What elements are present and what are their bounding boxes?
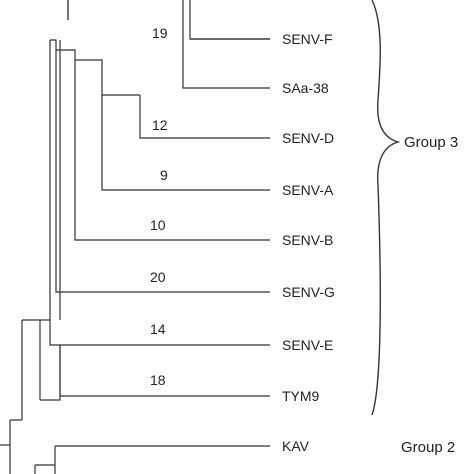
bootstrap-value: 10 (150, 217, 166, 233)
group3-brace (371, 0, 401, 416)
leaf-senv-a: SENV-A (282, 182, 334, 198)
leaf-saa-38: SAa-38 (282, 80, 329, 96)
leaf-kav: KAV (282, 438, 310, 454)
branch-senv-a (101, 95, 270, 191)
bootstrap-value: 20 (150, 269, 166, 285)
branch-internal-e (50, 39, 57, 50)
leaf-senv-g: SENV-G (282, 284, 335, 300)
bootstrap-value: 12 (152, 117, 168, 133)
bootstrap-value: 18 (150, 372, 166, 388)
leaf-senv-e: SENV-E (282, 337, 333, 353)
branch-saa38-stem (182, 0, 270, 89)
bootstrap-value: 14 (150, 321, 166, 337)
leaf-senv-f: SENV-F (282, 31, 333, 47)
branch-senv-b (74, 60, 270, 241)
branch-senv-d (139, 95, 270, 139)
group3-label: Group 3 (404, 134, 458, 151)
tree-branches (0, 0, 270, 474)
branch-senv-e (49, 40, 270, 346)
branch-senv-g (55, 50, 270, 293)
leaf-tym9: TYM9 (282, 388, 320, 404)
branch-internal-b (75, 59, 103, 95)
leaf-senv-d: SENV-D (282, 130, 334, 146)
branch-internal-g (56, 49, 76, 60)
branch-tym9 (59, 345, 270, 397)
bootstrap-value: 9 (160, 167, 168, 183)
branch-group3-root-h2 (40, 345, 61, 401)
branch-top-clade (189, 0, 270, 40)
bootstrap-value: 19 (152, 25, 168, 41)
leaf-senv-b: SENV-B (282, 232, 333, 248)
group2-label: Group 2 (401, 439, 455, 456)
